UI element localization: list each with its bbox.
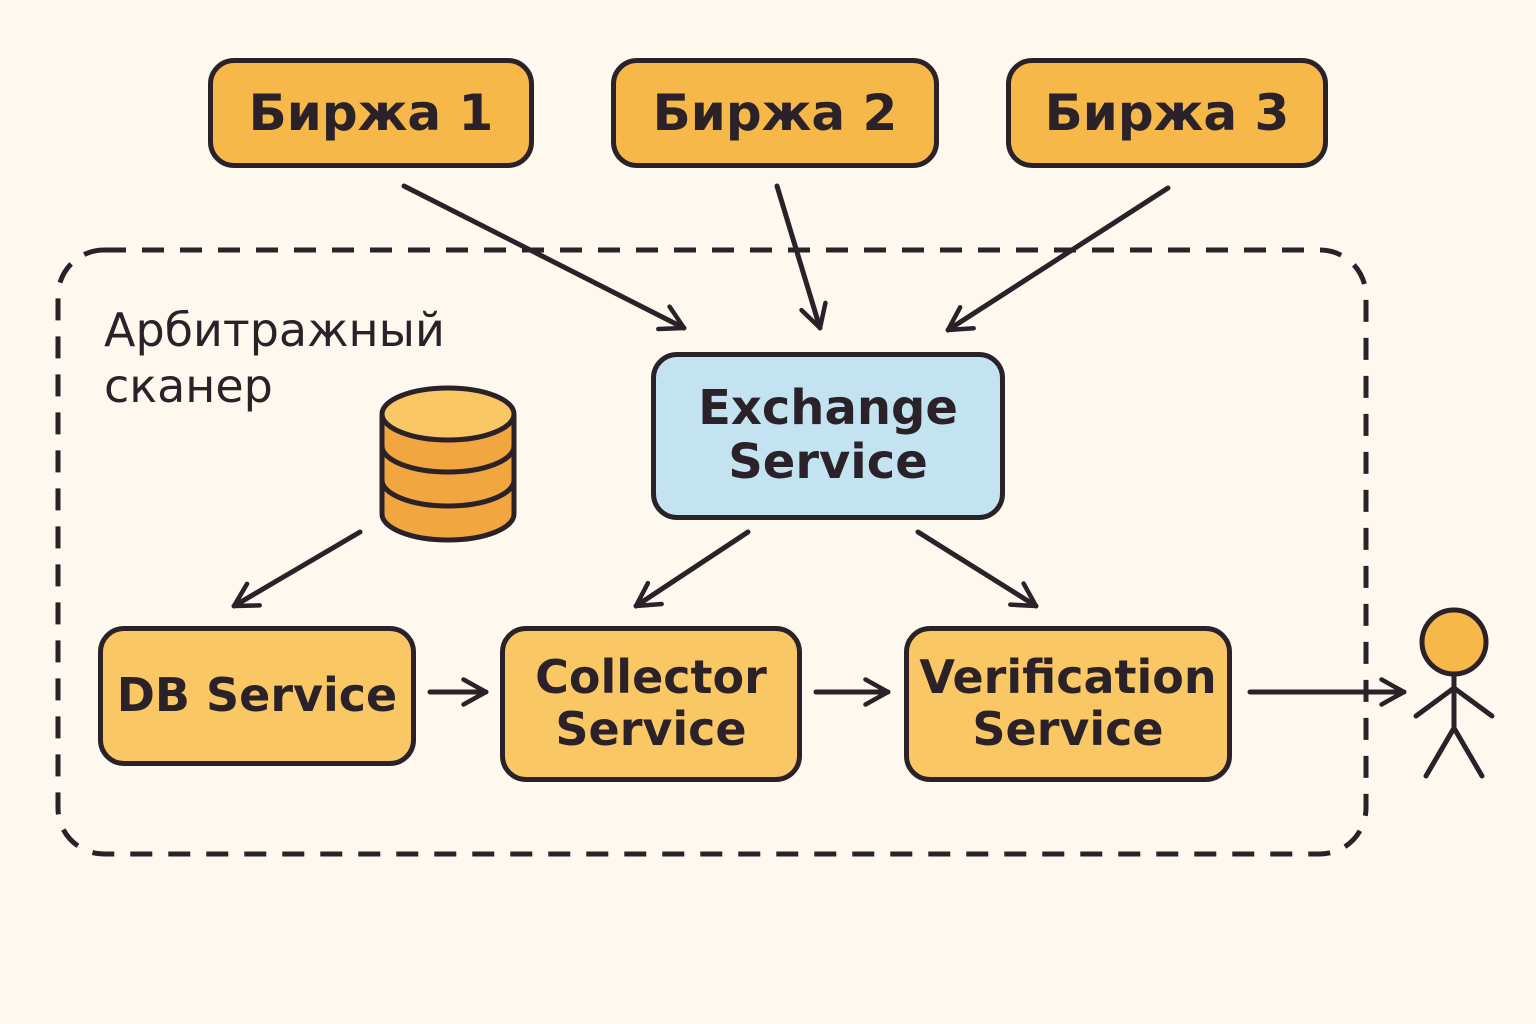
- arrow-database-to-db-service: [231, 529, 363, 609]
- exchange-1-label: Биржа 1: [248, 84, 494, 142]
- arrow-exchange1-to-exchange-service: [401, 183, 687, 332]
- collector-service-label: Collector Service: [535, 650, 767, 756]
- db-service-label: DB Service: [116, 668, 398, 723]
- database-icon: [379, 385, 517, 543]
- arrow-exchange-service-to-verification: [915, 529, 1039, 609]
- user-icon: [1413, 607, 1495, 779]
- exchange-1-node: Биржа 1: [208, 58, 534, 168]
- arrow-exchange3-to-exchange-service: [945, 185, 1171, 333]
- verification-service-label: Verification Service: [919, 650, 1217, 756]
- arrow-exchange-service-to-collector: [633, 529, 751, 609]
- exchange-2-label: Биржа 2: [652, 84, 898, 142]
- collector-service-node: Collector Service: [500, 626, 802, 782]
- scanner-boundary: [55, 247, 1369, 857]
- scanner-group-label: Арбитражный сканер: [104, 303, 445, 414]
- exchange-service-label: Exchange Service: [698, 380, 958, 490]
- verification-service-node: Verification Service: [904, 626, 1232, 782]
- exchange-3-node: Биржа 3: [1006, 58, 1328, 168]
- arrow-exchange2-to-exchange-service: [774, 183, 828, 331]
- exchange-service-node: Exchange Service: [651, 352, 1005, 520]
- exchange-2-node: Биржа 2: [611, 58, 939, 168]
- exchange-3-label: Биржа 3: [1044, 84, 1290, 142]
- db-service-node: DB Service: [98, 626, 416, 766]
